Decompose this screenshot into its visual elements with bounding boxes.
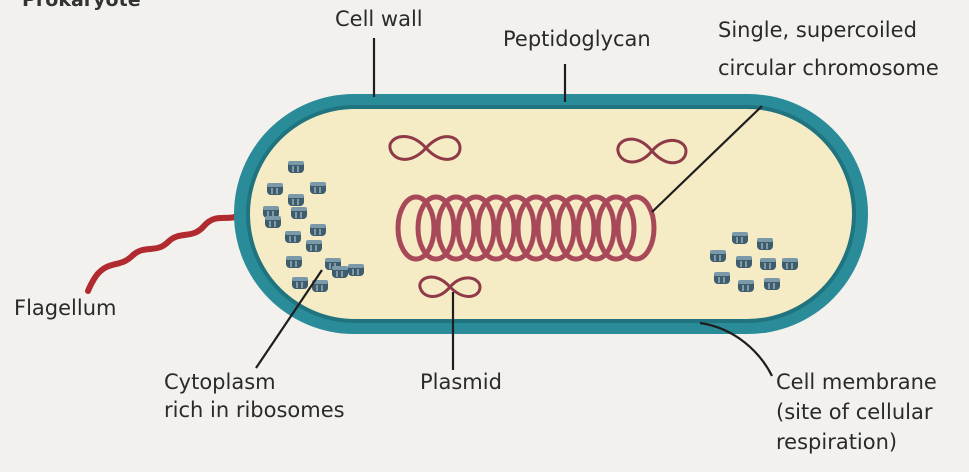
flagellum [88,215,240,291]
label-plasmid: Plasmid [420,370,502,395]
label-chromosome-line2: circular chromosome [718,56,939,81]
label-flagellum: Flagellum [14,296,116,321]
label-cell-membrane-line1: Cell membrane [776,370,937,395]
label-cell-membrane-line3: respiration) [776,430,897,455]
diagram-title: Prokaryote [22,0,141,11]
label-cell-wall: Cell wall [335,7,423,32]
label-cytoplasm-line1: Cytoplasm [164,370,276,395]
label-cell-membrane-line2: (site of cellular [776,400,933,425]
label-peptidoglycan: Peptidoglycan [503,27,651,52]
label-cytoplasm-line2: rich in ribosomes [164,398,345,423]
label-chromosome-line1: Single, supercoiled [718,18,917,43]
